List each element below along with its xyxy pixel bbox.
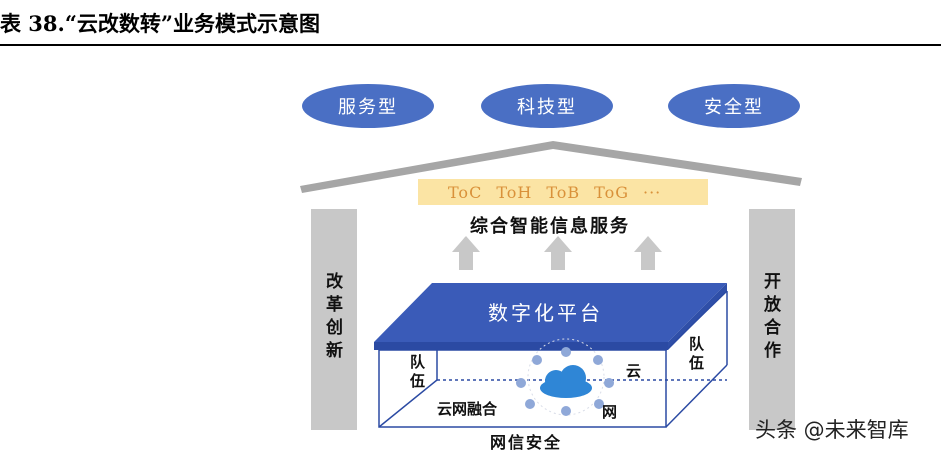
arrow-shaft-2	[551, 250, 565, 270]
arrow-shaft-3	[641, 250, 655, 270]
title-divider	[0, 44, 941, 46]
platform-front-edge	[374, 342, 668, 350]
pill-security-type: 安全型	[668, 84, 800, 128]
customer-tog: ToG	[594, 182, 629, 202]
roof-left	[300, 141, 553, 193]
arrow-head-2	[544, 236, 572, 252]
customer-more: ···	[643, 182, 662, 202]
cloud-net-fusion-label: 云网融合	[437, 400, 498, 418]
platform-top	[374, 283, 727, 342]
customer-type-bar: ToC ToH ToB ToG ···	[418, 179, 708, 205]
platform-label: 数字化平台	[488, 301, 603, 325]
right-pillar	[749, 209, 795, 430]
pill-tech-type: 科技型	[481, 84, 613, 128]
team-left-label: 队伍	[408, 354, 426, 392]
right-pillar-text: 开放合作	[760, 272, 780, 364]
left-pillar	[311, 209, 357, 430]
figure-title: 表 38.“云改数转”业务模式示意图	[0, 11, 321, 36]
customer-toh: ToH	[496, 182, 533, 202]
customer-toc: ToC	[448, 182, 483, 202]
wire-box	[378, 290, 728, 428]
service-label: 综合智能信息服务	[470, 216, 630, 237]
roof-right	[553, 141, 802, 186]
arrow-head-3	[634, 236, 662, 252]
team-right-label: 队伍	[687, 336, 705, 374]
pill-service-type: 服务型	[302, 84, 434, 128]
cloud-network-icon	[516, 338, 614, 416]
arrow-shaft-1	[459, 250, 473, 270]
cloud-label: 云	[626, 362, 642, 380]
cyber-security-label: 网信安全	[490, 433, 563, 452]
customer-tob: ToB	[546, 182, 581, 202]
left-pillar-text: 改革创新	[322, 272, 342, 364]
net-label: 网	[602, 403, 618, 421]
arrow-head-1	[452, 236, 480, 252]
watermark: 头条 @未来智库	[755, 418, 909, 442]
